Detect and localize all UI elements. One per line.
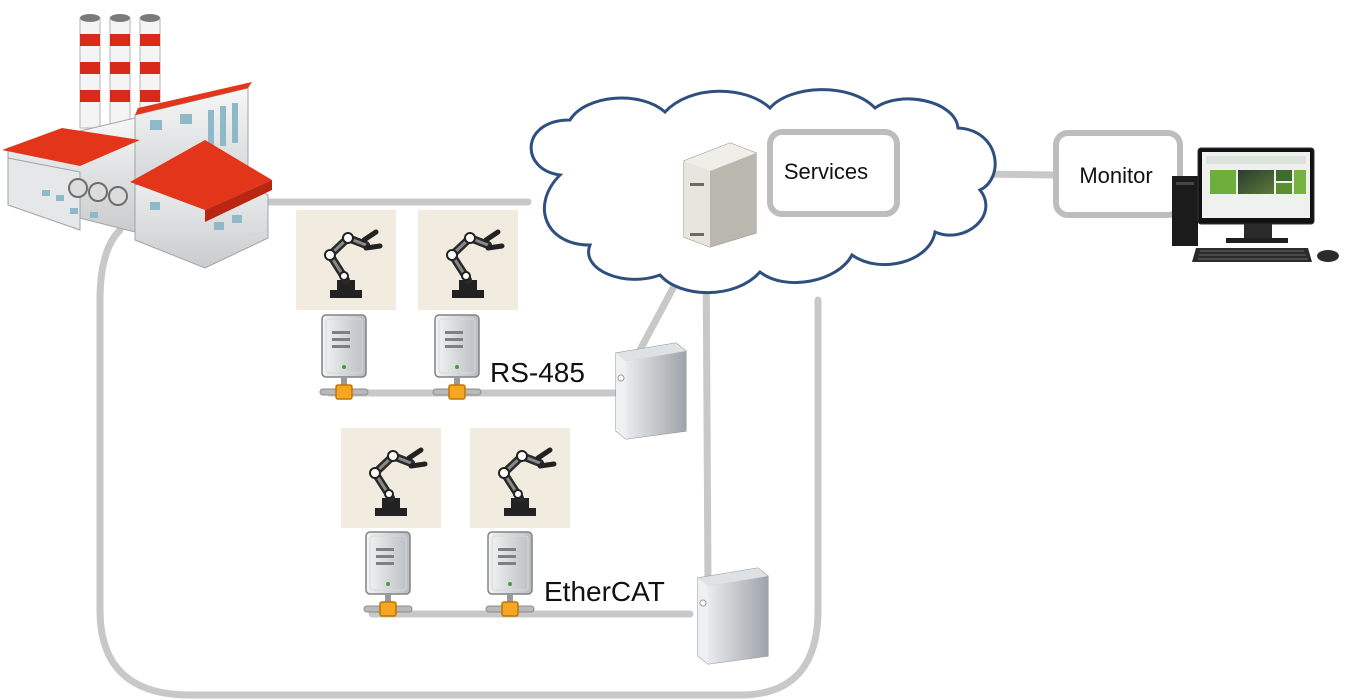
monitor-box: Monitor: [1053, 130, 1183, 218]
cloud-server-to-ethercat-server: [702, 241, 712, 594]
robot-arm-icon: [296, 210, 396, 310]
robot-arm-icon: [341, 428, 441, 528]
network-node-icon: [363, 531, 413, 617]
cloud-server-icon: [683, 142, 757, 248]
services-box: Services: [767, 129, 900, 217]
network-node-icon: [432, 314, 482, 400]
network-node-icon: [319, 314, 369, 400]
factory-loop-outer: [96, 226, 822, 699]
chimneys: [79, 14, 161, 129]
rs485-master-server-icon: [615, 342, 687, 440]
services-label: Services: [784, 159, 868, 184]
robot-arm-icon: [470, 428, 570, 528]
desktop-computer-icon: [1172, 147, 1339, 262]
rs485-label: RS-485: [490, 357, 585, 388]
robot-arm-icon: [418, 210, 518, 310]
network-node-icon: [485, 531, 535, 617]
ethercat-label: EtherCAT: [544, 576, 665, 607]
ethercat-master-server-icon: [697, 567, 769, 665]
factory-icon: [2, 14, 272, 269]
cloud-icon: [529, 88, 997, 295]
monitor-label: Monitor: [1079, 163, 1152, 188]
